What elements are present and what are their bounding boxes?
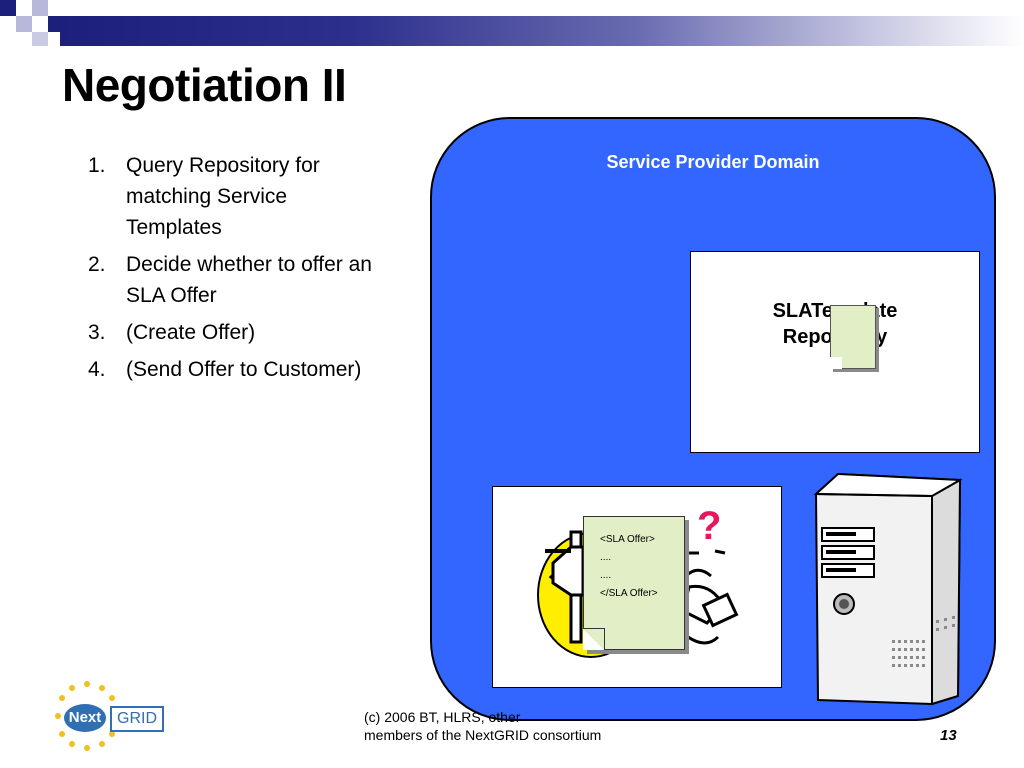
decor-square — [48, 16, 62, 32]
decor-square — [32, 0, 48, 16]
domain-label: Service Provider Domain — [606, 152, 820, 172]
template-document-icon — [830, 305, 876, 369]
list-number: 4. — [88, 358, 106, 381]
page-number: 13 — [940, 727, 957, 744]
list-item: 2. Decide whether to offer an SLA Offer — [88, 249, 388, 311]
server-tower-icon — [813, 472, 962, 706]
list-text: Decide whether to offer an SLA Offer — [126, 253, 372, 307]
list-number: 1. — [88, 154, 106, 177]
list-number: 3. — [88, 321, 106, 344]
stars-icon — [55, 681, 115, 751]
offer-line: <SLA Offer> — [600, 534, 655, 545]
page-fold — [830, 357, 842, 369]
nextgrid-logo: Next GRID — [52, 676, 174, 756]
page-fold — [583, 628, 605, 650]
copyright-line1: (c) 2006 BT, HLRS, other — [364, 709, 521, 725]
decor-square — [0, 0, 16, 16]
logo-word-next: Next — [64, 704, 106, 732]
list-item: 4. (Send Offer to Customer) — [88, 354, 388, 385]
decor-square — [32, 32, 48, 46]
sla-offer-document: <SLA Offer> .... .... </SLA Offer> — [583, 516, 685, 650]
offer-line: .... — [600, 570, 612, 581]
list-text: (Send Offer to Customer) — [126, 358, 362, 381]
copyright-line2: members of the NextGRID consortium — [364, 727, 602, 743]
offer-line: </SLA Offer> — [600, 588, 658, 599]
list-item: 1. Query Repository for matching Service… — [88, 150, 388, 243]
list-text: Query Repository for matching Service Te… — [126, 154, 320, 239]
copyright-notice: (c) 2006 BT, HLRS, other members of the … — [364, 708, 601, 744]
list-number: 2. — [88, 253, 106, 276]
decor-square — [16, 16, 32, 32]
logo-word-grid: GRID — [110, 706, 164, 732]
list-text: (Create Offer) — [126, 321, 256, 344]
svg-text:?: ? — [697, 504, 721, 548]
bullet-list: 1. Query Repository for matching Service… — [88, 150, 388, 391]
offer-line: .... — [600, 552, 612, 563]
header-bar — [60, 16, 1024, 46]
list-item: 3. (Create Offer) — [88, 317, 388, 348]
slide-title: Negotiation II — [62, 59, 347, 111]
